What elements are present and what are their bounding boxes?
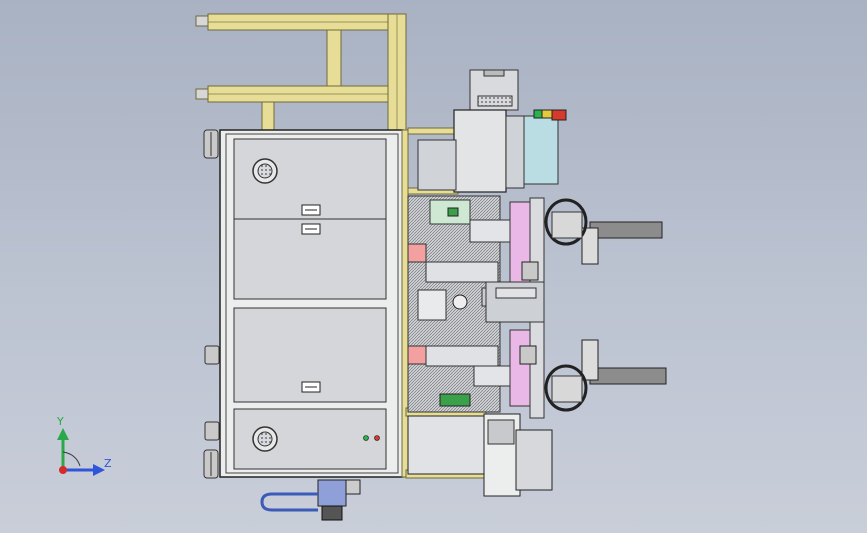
frame-lower-post (261, 101, 275, 133)
upper-control-box (417, 69, 567, 193)
drawer-handle-icon (301, 204, 321, 216)
servo-motor (515, 429, 553, 491)
station-lower (473, 321, 667, 419)
leveling-foot-icon (204, 345, 220, 365)
bottom-connector (260, 479, 361, 521)
leveling-foot-icon (203, 129, 219, 159)
main-cabinet (219, 129, 404, 478)
gripper-wheel-lower (544, 364, 588, 412)
signal-tower-red (551, 109, 567, 121)
axis-triad-icon: Y Z (56, 415, 112, 476)
leveling-feet (203, 129, 220, 479)
leveling-foot-icon (203, 449, 219, 479)
signal-tower-yellow (541, 109, 553, 119)
axis-z-label: Z (104, 457, 112, 470)
drawer-handle-icon (301, 381, 321, 393)
cyan-side-panel (521, 115, 559, 185)
leveling-foot-icon (204, 421, 220, 441)
signal-tower-green (533, 109, 543, 119)
status-lamp-green (363, 435, 369, 441)
status-lamp-red (374, 435, 380, 441)
drawer-handle-icon (301, 223, 321, 235)
fan-vent-icon (252, 158, 278, 184)
fan-vent-icon (252, 426, 278, 452)
frame-vertical-post (326, 29, 342, 87)
cable-hook-icon (260, 492, 318, 512)
axis-y-label: Y (56, 415, 64, 428)
pink-module-lower (509, 329, 531, 407)
upper-housing (453, 109, 507, 193)
gripper-wheel-upper (544, 198, 588, 246)
profile-frame (195, 13, 407, 133)
drive-unit (407, 413, 553, 497)
